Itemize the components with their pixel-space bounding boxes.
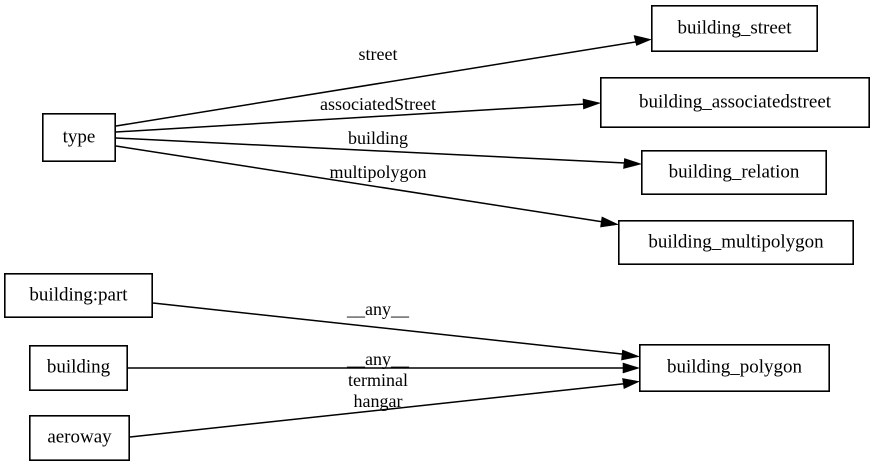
node-label: building_multipolygon xyxy=(648,231,824,252)
arrowhead-icon xyxy=(600,216,620,228)
node-building_multipolygon[interactable]: building_multipolygon xyxy=(617,220,854,266)
edges-layer xyxy=(115,35,652,438)
edge-label-any-part: __any__ xyxy=(346,299,410,319)
edge-label-multipolygon: multipolygon xyxy=(329,162,426,182)
edge-label-associatedstreet: associatedStreet xyxy=(320,94,436,114)
edge-type-to-building_multipolygon[interactable] xyxy=(115,145,620,228)
edge-label-building: building xyxy=(348,128,408,148)
node-label: building_polygon xyxy=(667,356,803,377)
arrowhead-icon xyxy=(582,98,602,110)
node-building_associatedstreet[interactable]: building_associatedstreet xyxy=(599,77,870,129)
node-box xyxy=(41,113,117,163)
edge-labels-layer: street associatedStreet building multipo… xyxy=(320,44,436,411)
edge-label-hangar: hangar xyxy=(354,391,403,411)
node-building_polygon[interactable]: building_polygon xyxy=(638,343,830,392)
edge-label-street: street xyxy=(359,44,398,64)
edge-aeroway-to-building_polygon[interactable] xyxy=(129,378,640,438)
node-label: building_relation xyxy=(669,161,800,182)
edge-line xyxy=(152,302,632,356)
node-box xyxy=(4,272,153,318)
node-box xyxy=(650,5,818,53)
edge-line xyxy=(115,102,593,133)
node-label: building_associatedstreet xyxy=(639,91,832,112)
node-label: building_street xyxy=(678,17,793,38)
arrowhead-icon xyxy=(622,362,641,374)
arrowhead-icon xyxy=(623,158,643,169)
node-type[interactable]: type xyxy=(41,113,117,163)
node-box xyxy=(638,343,830,392)
node-box xyxy=(617,220,854,266)
arrowhead-icon xyxy=(633,35,652,46)
edge-label-terminal: terminal xyxy=(348,370,408,390)
edge-building_part-to-building_polygon[interactable] xyxy=(152,302,641,361)
node-box xyxy=(640,150,827,196)
edge-type-to-building_street[interactable] xyxy=(115,35,652,127)
node-box xyxy=(28,414,131,461)
node-box xyxy=(28,344,129,391)
edge-line xyxy=(115,137,634,165)
arrowhead-icon xyxy=(621,349,641,361)
edge-line xyxy=(129,382,632,438)
node-building_street[interactable]: building_street xyxy=(650,5,818,53)
edge-line xyxy=(115,145,611,224)
arrowhead-icon-2 xyxy=(622,378,640,389)
node-label: building:part xyxy=(29,284,128,305)
node-label: aeroway xyxy=(47,426,112,447)
node-label: building xyxy=(47,356,111,377)
edge-type-to-building_associatedstreet[interactable] xyxy=(115,98,602,133)
edge-type-to-building_relation[interactable] xyxy=(115,137,643,169)
node-building_relation[interactable]: building_relation xyxy=(640,150,827,196)
node-building[interactable]: building xyxy=(28,344,129,391)
nodes-layer: type building_street building_associated… xyxy=(4,5,870,461)
edge-line xyxy=(115,39,644,127)
edge-building-to-building_polygon[interactable] xyxy=(128,362,641,374)
node-aeroway[interactable]: aeroway xyxy=(28,414,131,461)
edge-label-any-building: __any__ xyxy=(346,349,410,369)
node-box xyxy=(599,77,870,129)
node-building_part[interactable]: building:part xyxy=(4,272,153,318)
node-label: type xyxy=(63,126,96,147)
